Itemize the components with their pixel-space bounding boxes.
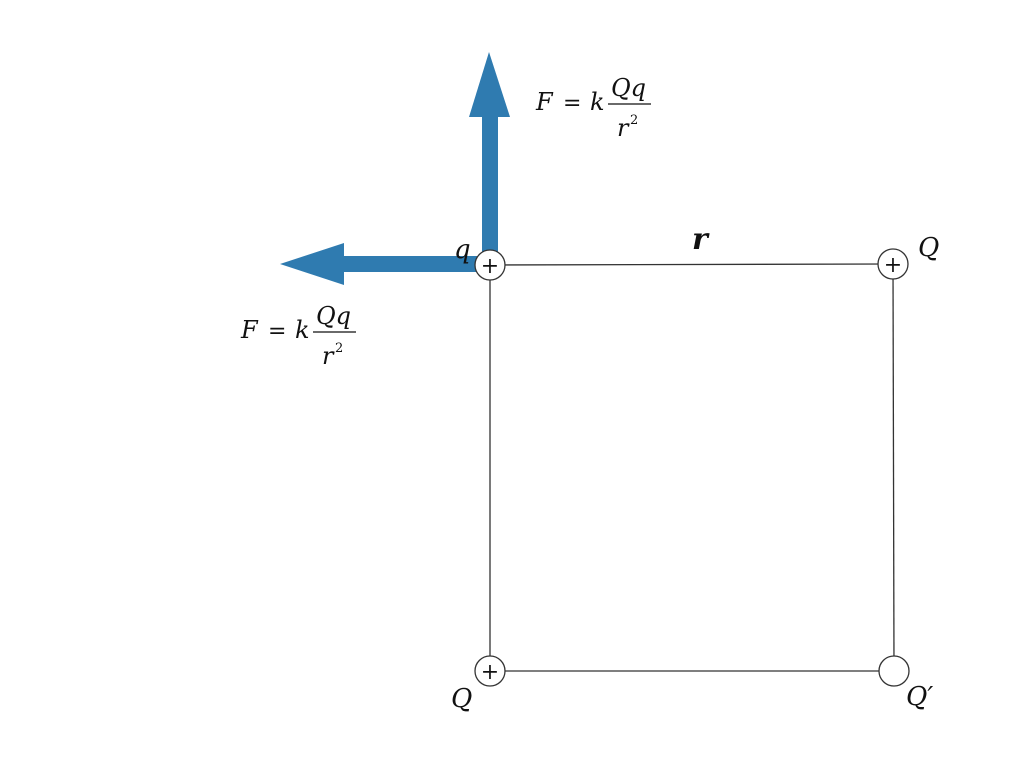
formula-denominator: r <box>617 114 630 142</box>
arrow-up-icon <box>469 52 510 264</box>
side-right <box>892 263 895 672</box>
formula-horizontal-force: F = k Qq r 2 <box>240 302 356 370</box>
plus-sign-icon: + <box>481 660 499 685</box>
label-q: q <box>454 235 471 265</box>
formula-equals: = <box>563 91 581 116</box>
label-q-prime: Q′ <box>906 682 933 712</box>
charge-top-right: + <box>877 248 909 280</box>
formula-exponent: 2 <box>630 113 638 128</box>
plus-sign-icon: + <box>884 253 902 278</box>
plus-sign-icon: + <box>481 254 499 279</box>
arrow-left-icon <box>280 243 490 285</box>
charge-bottom-left: + <box>474 655 506 687</box>
formula-numerator: Qq <box>611 74 646 102</box>
formula-lhs: F <box>535 88 554 116</box>
formula-coef: k <box>590 88 605 116</box>
formula-lhs: F <box>240 316 259 344</box>
formula-vertical-force: F = k Qq r 2 <box>535 74 651 142</box>
charge-bottom-right <box>878 655 910 687</box>
side-top <box>489 263 894 266</box>
side-length-label: r <box>692 222 710 257</box>
formula-coef: k <box>295 316 310 344</box>
label-q-top-right: Q <box>918 233 939 263</box>
formula-exponent: 2 <box>335 341 343 356</box>
formula-denominator: r <box>322 342 335 370</box>
formula-numerator: Qq <box>316 302 351 330</box>
charge-top-left: + <box>474 249 506 281</box>
formula-equals: = <box>268 319 286 344</box>
label-q-bottom-left: Q <box>451 684 472 714</box>
